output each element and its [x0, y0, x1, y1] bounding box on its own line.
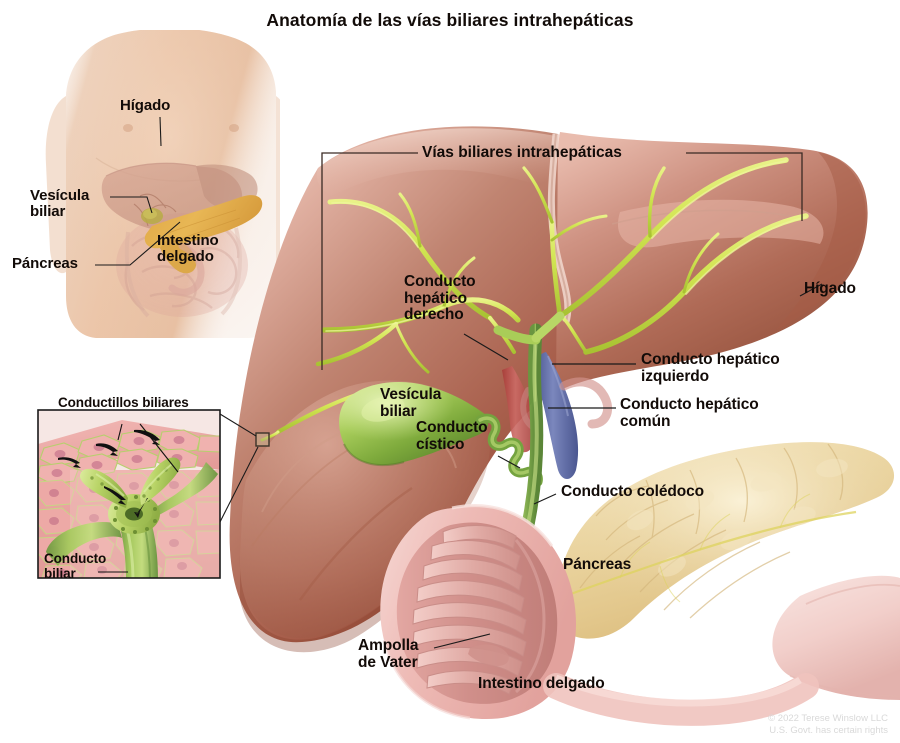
stomach-hint: [772, 575, 900, 700]
label-bile-canaliculi: Conductillos biliares: [58, 395, 189, 410]
small-intestine-loop: [543, 673, 819, 726]
label-small-intestine: Intestino delgado: [478, 675, 605, 692]
label-left-hepatic-duct: Conducto hepático izquierdo: [641, 351, 780, 385]
label-torso-pancreas: Páncreas: [12, 255, 78, 272]
label-torso-small-intestine: Intestino delgado: [157, 232, 219, 266]
page-title: Anatomía de las vías biliares intrahepát…: [266, 10, 634, 30]
label-common-hepatic-duct: Conducto hepático común: [620, 396, 759, 430]
left-hepatic-duct: [531, 311, 565, 343]
copyright-notice: © 2022 Terese Winslow LLC U.S. Govt. has…: [768, 713, 888, 737]
label-gallbladder: Vesícula biliar: [380, 386, 442, 420]
torso-pancreas: [144, 195, 263, 249]
label-inset-bile-duct: Conducto biliar: [44, 551, 107, 581]
label-torso-liver: Hígado: [120, 97, 171, 114]
label-torso-gallbladder: Vesícula biliar: [30, 187, 90, 221]
duodenum-illustration: [380, 504, 819, 726]
torso-leader-lines: [95, 116, 181, 266]
main-leader-lines: [433, 283, 823, 649]
bile-canaliculus-right: [140, 457, 181, 505]
liver-fold: [617, 199, 824, 248]
label-cystic-duct: Conducto cístico: [416, 419, 488, 453]
callout-connector: [219, 413, 270, 523]
torso-pancreas-head: [160, 236, 197, 274]
intrahepatic-bracket: [321, 152, 803, 370]
duodenal-papilla: [468, 644, 509, 666]
label-common-bile-duct: Conducto colédoco: [561, 483, 704, 500]
liver-right-lobe: [548, 132, 868, 392]
duodenum-folds: [412, 524, 527, 695]
label-intrahepatic-bile-ducts: Vías biliares intrahepáticas: [422, 144, 622, 161]
portal-vein: [536, 352, 579, 479]
torso-inset-illustration: [45, 30, 280, 338]
label-liver: Hígado: [804, 280, 856, 297]
label-right-hepatic-duct: Conducto hepático derecho: [404, 273, 476, 324]
label-ampulla-of-vater: Ampolla de Vater: [358, 637, 419, 671]
bile-canaliculi-inset-art: [37, 409, 221, 579]
label-pancreas: Páncreas: [563, 556, 632, 573]
callout-marker: [255, 432, 270, 447]
pancreas-illustration: [519, 442, 900, 700]
intrahepatic-bile-ducts: [260, 157, 809, 442]
gallbladder-illustration: [339, 382, 543, 487]
hepatic-artery: [502, 366, 536, 453]
pancreas-lobules: [579, 443, 844, 619]
